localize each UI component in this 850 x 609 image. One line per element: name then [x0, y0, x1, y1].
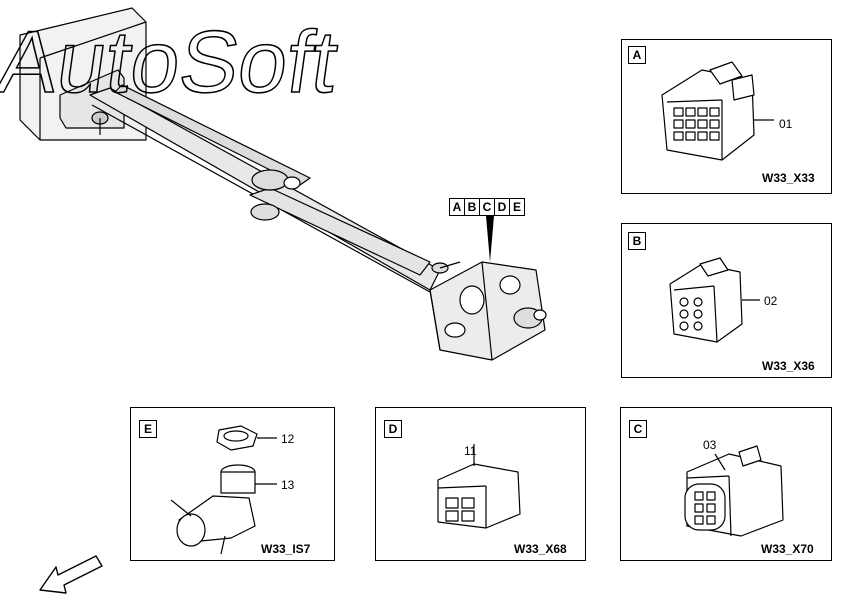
- panel-tag: E: [139, 420, 157, 438]
- connector-code: W33_X68: [514, 542, 567, 556]
- callout-letter-c: C: [479, 198, 495, 216]
- panel-tag: C: [629, 420, 647, 438]
- connector-code: W33_X36: [762, 359, 815, 373]
- callout-letter-d: D: [494, 198, 510, 216]
- panel-d: D 11 W33_X68: [375, 407, 586, 561]
- sensor-icon: [170, 425, 277, 555]
- panel-a: A 01 W33_X33: [621, 39, 832, 194]
- connector-icon: [669, 257, 760, 343]
- part-number: 13: [281, 478, 295, 492]
- connector-code: W33_IS7: [261, 542, 311, 556]
- part-number: 12: [281, 432, 295, 446]
- arrow-down-left-icon: [39, 555, 103, 594]
- part-number: 11: [464, 444, 477, 458]
- part-number: 03: [703, 438, 717, 452]
- connector-icon: [437, 444, 521, 529]
- callout-letter-strip: A B C D E: [449, 198, 525, 216]
- panel-c: C 03 W33_X70: [620, 407, 832, 561]
- connector-icon: [684, 445, 784, 537]
- callout-letter-b: B: [464, 198, 480, 216]
- part-number: 01: [779, 117, 793, 131]
- svg-text:AutoSoft: AutoSoft: [0, 12, 344, 111]
- callout-pointer: [486, 216, 494, 262]
- part-number: 02: [764, 294, 778, 308]
- panel-tag: B: [628, 232, 646, 250]
- panel-tag: D: [384, 420, 402, 438]
- autosoft-watermark: AutoSoft: [0, 12, 345, 112]
- panel-tag: A: [628, 46, 646, 64]
- connector-icon: [661, 61, 774, 161]
- panel-b: B 02 W33_X36: [621, 223, 832, 378]
- callout-letter-e: E: [509, 198, 525, 216]
- panel-e: E 12 13 W33_IS7: [130, 407, 335, 561]
- connector-code: W33_X70: [761, 542, 814, 556]
- callout-letter-a: A: [449, 198, 465, 216]
- connector-code: W33_X33: [762, 171, 815, 185]
